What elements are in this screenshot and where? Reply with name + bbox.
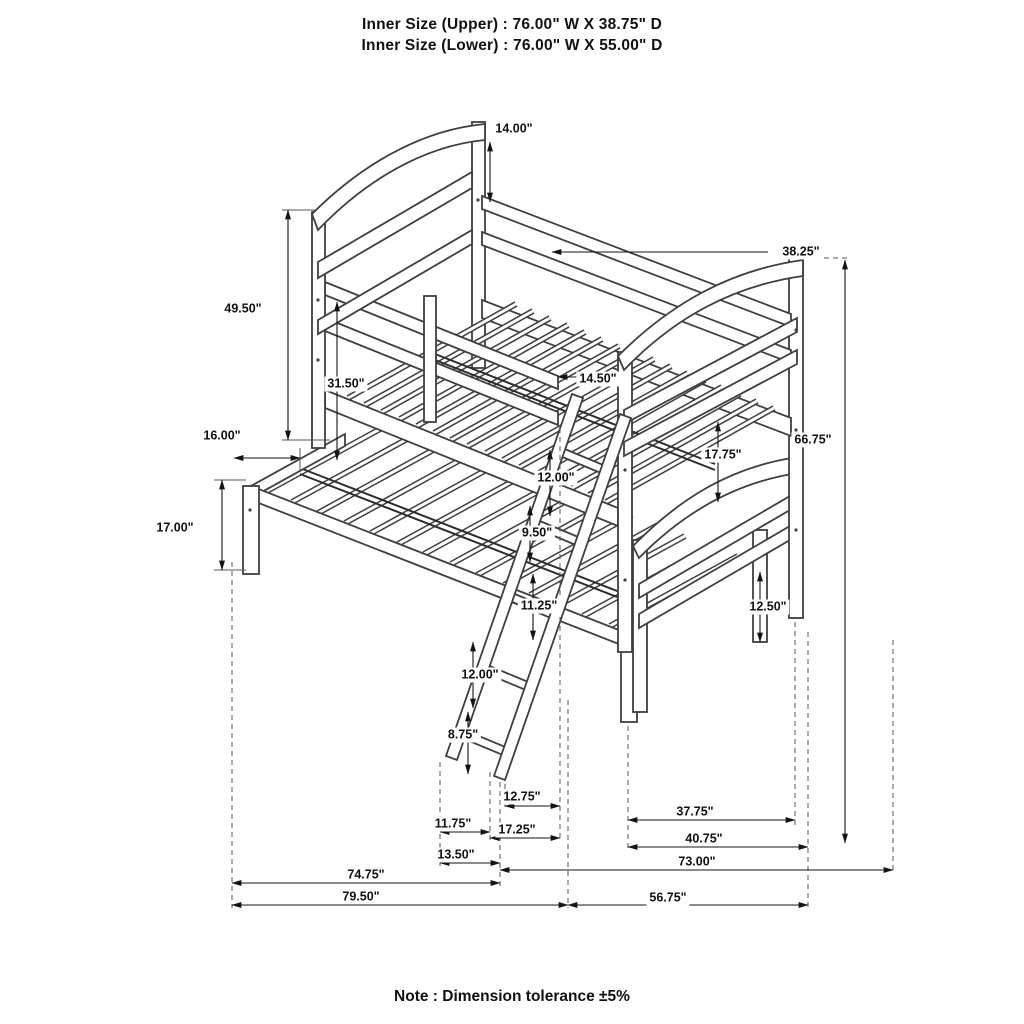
dim-label-37-75: 37.75"	[673, 804, 717, 820]
dim-label-17-00: 17.00"	[153, 520, 197, 536]
lower-front-left-leg	[242, 485, 260, 575]
dim-label-9-50: 9.50"	[518, 525, 556, 541]
dim-label-12-50: 12.50"	[746, 599, 790, 615]
head-arch	[310, 123, 486, 232]
dim-label-14-50: 14.50"	[576, 371, 620, 387]
extension-lines	[231, 257, 894, 908]
dim-label-56-75: 56.75"	[646, 890, 690, 906]
front-foot-post	[617, 351, 633, 653]
dim-label-40-75: 40.75"	[682, 831, 726, 847]
dim-label-73-00: 73.00"	[675, 854, 719, 870]
dim-label-66-75: 66.75"	[791, 432, 835, 448]
dim-label-17-25: 17.25"	[495, 822, 539, 838]
dim-label-17-75: 17.75"	[701, 447, 745, 463]
lower-center-support-rail	[299, 467, 649, 610]
dim-label-31-50: 31.50"	[324, 376, 368, 392]
dim-label-74-75: 74.75"	[344, 867, 388, 883]
dim-label-13-50: 13.50"	[434, 847, 478, 863]
dim-label-8-75: 8.75"	[444, 727, 482, 743]
inner-size-lower-text: Inner Size (Lower) : 76.00" W X 55.00" D	[361, 37, 663, 54]
dim-label-49-50: 49.50"	[221, 301, 265, 317]
dim-label-14-00: 14.00"	[492, 121, 536, 137]
dim-label-11-75: 11.75"	[431, 816, 475, 832]
tolerance-note: Note : Dimension tolerance ±5%	[394, 988, 630, 1005]
dim-label-16-00: 16.00"	[200, 428, 244, 444]
post-hardware-dots	[248, 198, 798, 582]
ladder-right-rail	[492, 412, 633, 782]
guard-rail-post	[423, 295, 437, 423]
foot-arch	[616, 258, 804, 372]
lower-bunk-frame	[242, 432, 638, 723]
inner-size-upper-text: Inner Size (Upper) : 76.00" W X 38.75" D	[361, 16, 663, 33]
dim-label-12-75: 12.75"	[500, 789, 544, 805]
dim-label-11-25: 11.25"	[517, 598, 561, 614]
dim-label-12-00-b: 12.00"	[458, 667, 502, 683]
upper-bunk-head-panel	[310, 123, 486, 336]
inner-size-header: Inner Size (Upper) : 76.00" W X 38.75" D…	[0, 14, 1024, 56]
lower-left-end-rail	[250, 432, 346, 500]
dim-label-79-50: 79.50"	[339, 889, 383, 905]
dim-label-12-00-a: 12.00"	[534, 470, 578, 486]
dim-label-38-25: 38.25"	[779, 244, 823, 260]
lower-bunk-foot-panel	[631, 456, 793, 713]
